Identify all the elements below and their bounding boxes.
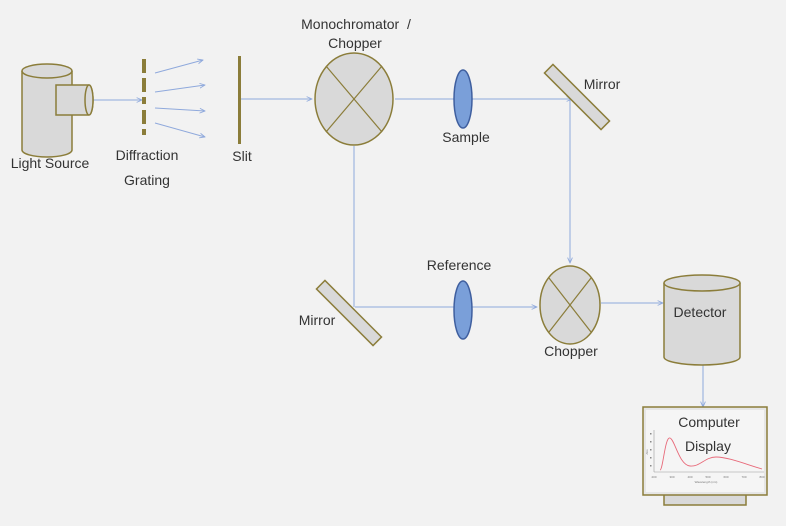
diffraction-grating (142, 59, 146, 135)
label-display: Display (685, 438, 731, 454)
mirror-bottom-left (315, 279, 383, 347)
slit (238, 56, 241, 144)
label-mirror-top: Mirror (584, 76, 621, 92)
sample-lens (453, 69, 473, 129)
label-chopper: Chopper (544, 343, 598, 359)
reference-lens (453, 280, 473, 340)
computer-display (642, 406, 768, 506)
label-grating: Grating (124, 172, 170, 188)
plot-y-label: Abs (645, 449, 649, 455)
label-mirror-bottom: Mirror (299, 312, 336, 328)
spectrum-curve (659, 437, 763, 471)
detector (663, 274, 741, 366)
plot-x-label: Wavelength (nm) (695, 480, 718, 484)
label-slit: Slit (232, 148, 252, 164)
plot-x-tick-label: 300 (669, 475, 674, 479)
mirror-top-right (543, 63, 611, 131)
light-source (21, 63, 94, 158)
display-spectrum-plot: 200 300 400 500 600 700 800 Abs Wavelength (nm… (645, 430, 765, 484)
light-beams (92, 60, 703, 407)
label-light-source: Light Source (11, 155, 90, 171)
plot-x-tick-label: 200 (651, 475, 656, 479)
beam-dispersed-3 (154, 107, 205, 111)
label-diffraction: Diffraction (116, 147, 179, 163)
label-reference: Reference (427, 257, 492, 273)
label-detector: Detector (674, 304, 727, 320)
chopper (539, 265, 601, 345)
label-monochromator-chopper: Chopper (328, 35, 382, 51)
beam-dispersed-1 (154, 60, 203, 74)
label-sample: Sample (442, 129, 490, 145)
plot-x-tick-label: 800 (759, 475, 764, 479)
plot-y-ticks (650, 433, 652, 467)
label-monochromator: Monochromator / (301, 16, 411, 32)
plot-x-tick-label: 400 (687, 475, 692, 479)
plot-x-tick-labels: 200 300 400 500 600 700 800 (651, 475, 764, 479)
monochromator-chopper (314, 52, 394, 146)
beam-dispersed-4 (154, 122, 205, 137)
plot-x-tick-label: 700 (741, 475, 746, 479)
label-computer: Computer (678, 414, 740, 430)
plot-x-tick-label: 500 (705, 475, 710, 479)
beam-dispersed-2 (154, 85, 205, 93)
plot-x-tick-label: 600 (723, 475, 728, 479)
